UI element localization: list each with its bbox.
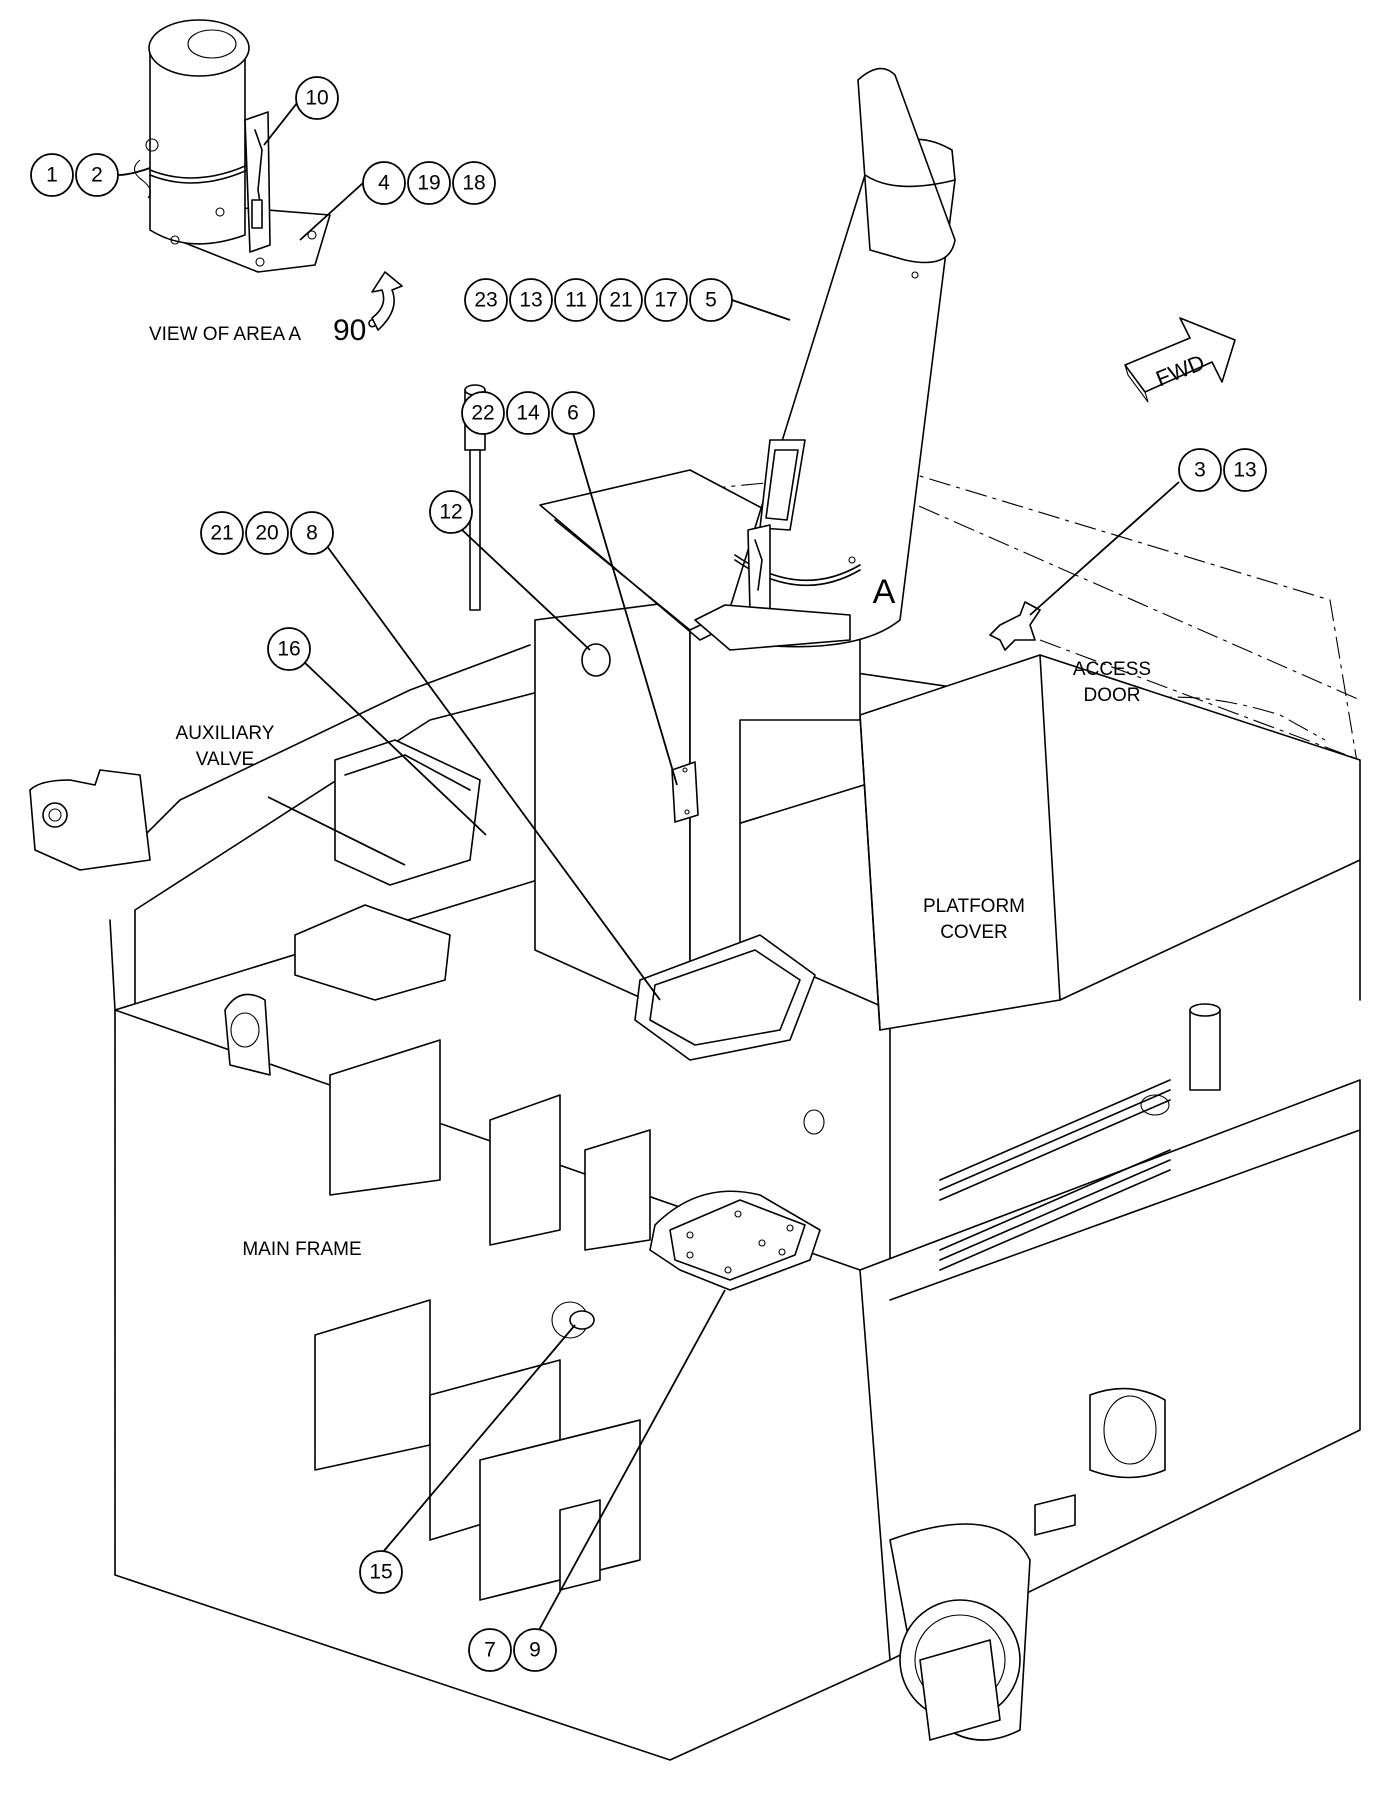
callout-number: 21	[609, 289, 632, 312]
callout-number: 1	[46, 164, 58, 187]
callout-group-10: 10	[295, 76, 339, 120]
access-door-label-line2: DOOR	[1084, 685, 1141, 706]
main-assembly-drawing	[29, 67, 1361, 1761]
callout-number: 6	[567, 402, 579, 425]
view-of-area-label: VIEW OF AREA A	[149, 324, 301, 345]
leader-lines	[117, 102, 1180, 1631]
callout-group-3-13: 3 13	[1178, 448, 1267, 492]
callout-number: 13	[519, 289, 542, 312]
callout-group-4-19-18: 4 19 18	[362, 161, 496, 205]
callout-group-7-9: 7 9	[468, 1628, 557, 1672]
callout-group-21-20-8: 21 20 8	[200, 511, 334, 555]
callout-number: 19	[417, 172, 440, 195]
fwd-direction-arrow-icon: FWD	[1124, 317, 1236, 403]
callout-group-12: 12	[429, 490, 473, 534]
auxiliary-valve-label-line1: AUXILIARY	[176, 723, 275, 744]
rotation-label: 90°	[333, 314, 378, 347]
callout-group-1-2: 1 2	[30, 153, 119, 197]
area-a-marker: A	[873, 573, 896, 611]
callout-number: 14	[516, 402, 540, 425]
callout-group-22-14-6: 22 14 6	[461, 391, 595, 435]
callout-number: 21	[210, 522, 233, 545]
platform-cover-label-line1: PLATFORM	[923, 896, 1025, 917]
callout-number: 18	[462, 172, 485, 195]
callout-number: 20	[255, 522, 278, 545]
callout-number: 15	[369, 1561, 392, 1584]
callout-number: 13	[1233, 459, 1256, 482]
callout-number: 4	[378, 172, 390, 195]
detail-view-area-a	[133, 19, 331, 273]
callout-number: 7	[484, 1639, 496, 1662]
callout-number: 22	[471, 402, 494, 425]
callout-number: 12	[439, 501, 462, 524]
auxiliary-valve-label-line2: VALVE	[196, 749, 254, 770]
callout-number: 5	[705, 289, 717, 312]
callout-number: 8	[306, 522, 318, 545]
callout-group-exhaust-stack: 23 13 11 21 17 5	[464, 278, 733, 322]
callout-group-16: 16	[267, 627, 311, 671]
access-door-label-line1: ACCESS	[1073, 659, 1151, 680]
main-frame-label: MAIN FRAME	[242, 1239, 361, 1260]
callout-number: 2	[91, 164, 103, 187]
callout-number: 17	[654, 289, 677, 312]
callout-number: 9	[529, 1639, 541, 1662]
callout-number: 10	[305, 87, 328, 110]
callout-group-15: 15	[359, 1550, 403, 1594]
rotation-arrow-icon	[371, 271, 403, 331]
callout-number: 3	[1194, 459, 1206, 482]
callout-number: 11	[565, 289, 587, 312]
callout-number: 16	[277, 638, 300, 661]
callout-number: 23	[474, 289, 497, 312]
platform-cover-label-line2: COVER	[940, 922, 1008, 943]
